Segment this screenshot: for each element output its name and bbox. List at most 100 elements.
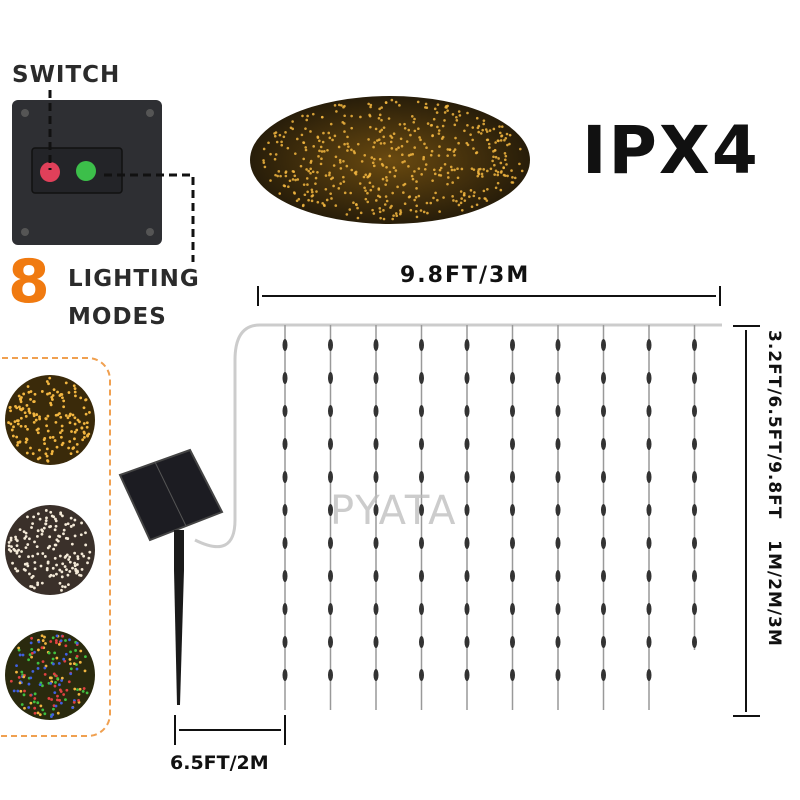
led-bulb [283,504,288,516]
led-bulb [328,537,333,549]
cable-dimension [175,715,285,745]
light-strand [601,325,606,710]
led-bulb [374,669,379,681]
led-bulb [328,405,333,417]
led-bulb [556,339,561,351]
led-bulb [419,471,424,483]
led-bulb [328,339,333,351]
led-bulb [601,438,606,450]
led-bulb [556,603,561,615]
switch-box [12,90,193,262]
power-button [40,162,60,182]
led-bulb [419,570,424,582]
led-bulb [465,372,470,384]
led-bulb [556,372,561,384]
mode-button [76,161,96,181]
led-bulb [692,438,697,450]
led-bulb [328,603,333,615]
led-bulb [692,570,697,582]
modes-label-line1: LIGHTING [68,266,200,292]
led-bulb [419,669,424,681]
led-bulb [510,405,515,417]
led-bulb [374,438,379,450]
led-bulb [283,669,288,681]
watermark: PYATA [330,488,458,534]
led-bulb [374,603,379,615]
led-bulb [283,405,288,417]
led-bulb [647,405,652,417]
led-bulb [601,339,606,351]
led-bulb [419,636,424,648]
led-bulb [328,570,333,582]
led-bulb [419,372,424,384]
led-bulb [374,636,379,648]
led-bulb [465,669,470,681]
led-bulb [419,339,424,351]
modes-label-line2: MODES [68,304,167,330]
led-bulb [465,438,470,450]
led-bulb [647,504,652,516]
led-bulb [283,372,288,384]
led-bulb [647,372,652,384]
led-bulb [692,339,697,351]
led-bulb [374,372,379,384]
led-bulb [692,504,697,516]
led-bulb [647,636,652,648]
led-bulb [601,471,606,483]
led-bulb [556,471,561,483]
led-bulb [465,570,470,582]
led-bulb [692,537,697,549]
led-bulb [374,537,379,549]
led-bulb [419,603,424,615]
led-bulb [601,636,606,648]
led-bulb [465,504,470,516]
led-bulb [419,438,424,450]
led-bulb [692,405,697,417]
led-bulb [283,603,288,615]
led-bulb [556,570,561,582]
led-bulb [283,570,288,582]
led-bulb [556,438,561,450]
led-bulb [647,339,652,351]
mode-preview-multi [5,630,95,720]
width-label: 9.8FT/3M [400,263,530,288]
led-bulb [510,372,515,384]
light-strand [556,325,561,710]
led-bulb [510,504,515,516]
led-bulb [556,636,561,648]
led-bulb [328,669,333,681]
led-bulb [283,537,288,549]
height-label: 3.2FT/6.5FT/9.8FT 1M/2M/3M [764,330,784,647]
power-cable [195,325,722,547]
led-bulb [283,339,288,351]
width-dimension [258,286,720,306]
led-bulb [601,570,606,582]
led-bulb [374,570,379,582]
led-bulb [465,603,470,615]
light-strand [465,325,470,710]
led-bulb [510,603,515,615]
led-bulb [328,438,333,450]
led-bulb [556,669,561,681]
led-bulb [692,471,697,483]
led-bulb [601,405,606,417]
led-bulb [647,570,652,582]
led-bulb [692,603,697,615]
switch-label: SWITCH [12,62,120,88]
led-bulb [465,471,470,483]
led-bulb [510,339,515,351]
led-bulb [692,372,697,384]
led-bulb [283,636,288,648]
led-bulb [647,537,652,549]
led-bulb [328,372,333,384]
led-bulb [556,537,561,549]
led-bulb [328,636,333,648]
mode-count: 8 [8,252,50,312]
led-bulb [419,537,424,549]
led-bulb [283,471,288,483]
solar-panel [120,450,222,705]
led-bulb [510,438,515,450]
curtain-photo [250,96,530,224]
led-bulb [419,405,424,417]
